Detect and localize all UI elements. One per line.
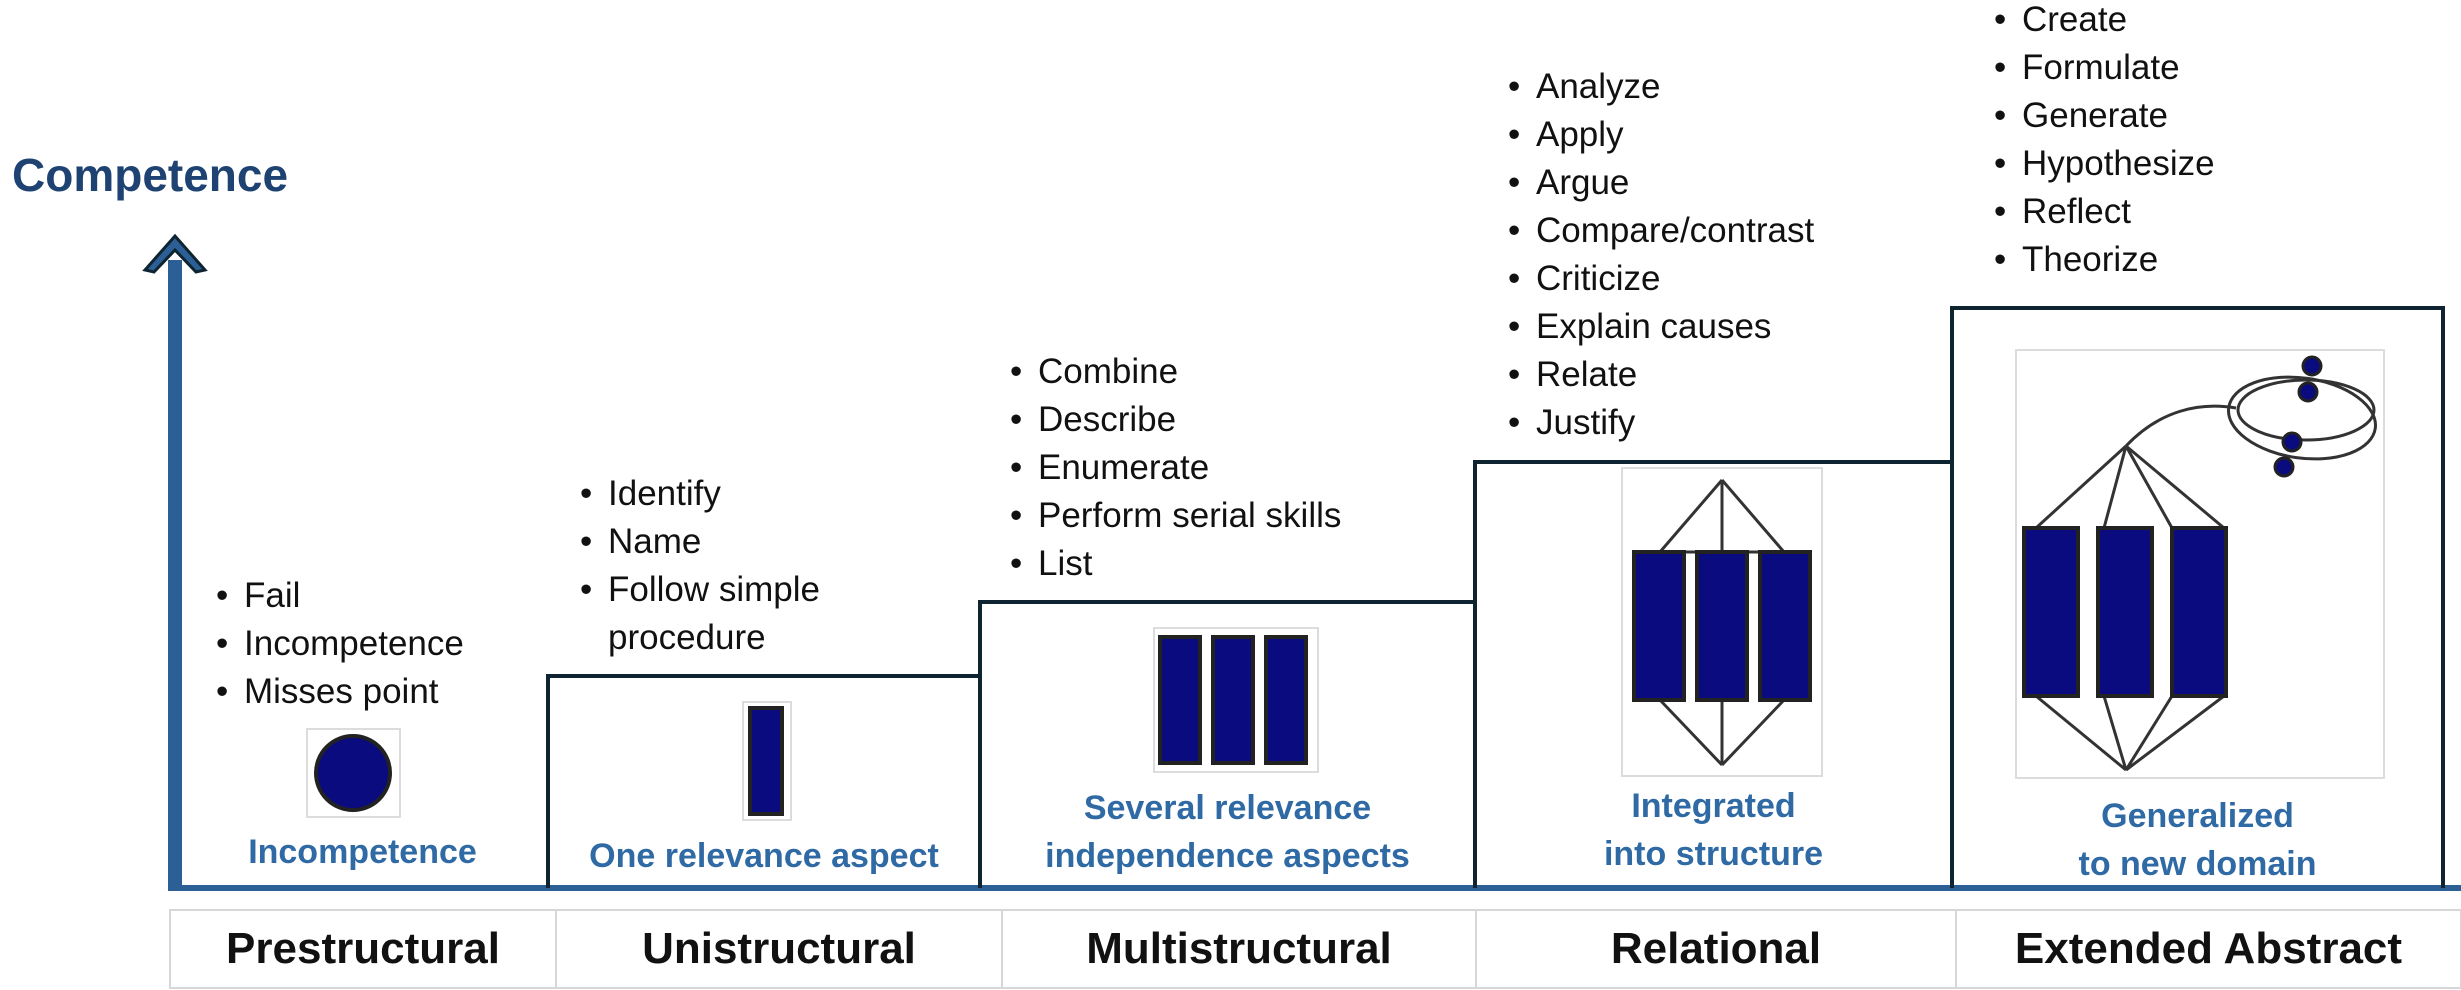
verb-item: Generate (1994, 92, 2215, 140)
verb-item: Identify (580, 470, 820, 518)
verb-item: Criticize (1508, 255, 1814, 303)
extended-abstract-verbs: Create Formulate Generate Hypothesize Re… (1994, 0, 2215, 284)
level-extended-abstract: Extended Abstract (2014, 924, 2403, 973)
extended-abstract-shape (2015, 349, 2385, 779)
prestructural-verbs: Fail Incompetence Misses point (216, 572, 464, 716)
unistructural-caption: One relevance aspect (589, 837, 939, 875)
verb-item: Argue (1508, 159, 1814, 207)
prestructural-caption: Incompetence (248, 833, 477, 871)
verb-item: Combine (1010, 348, 1341, 396)
verb-item: Perform serial skills (1010, 492, 1341, 540)
verb-item: Enumerate (1010, 444, 1341, 492)
verb-item: Hypothesize (1994, 140, 2215, 188)
multistructural-verbs: Combine Describe Enumerate Perform seria… (1010, 348, 1341, 588)
verb-item: Apply (1508, 111, 1814, 159)
verb-item: Incompetence (216, 620, 464, 668)
relational-verbs: Analyze Apply Argue Compare/contrast Cri… (1508, 63, 1814, 447)
verb-item: Relate (1508, 351, 1814, 399)
verb-item: Describe (1010, 396, 1341, 444)
level-relational: Relational (1610, 924, 1822, 973)
prestructural-shape (306, 728, 401, 818)
verb-item: List (1010, 540, 1341, 588)
level-prestructural: Prestructural (226, 924, 500, 973)
level-multistructural: Multistructural (1086, 924, 1392, 973)
level-unistructural: Unistructural (642, 924, 916, 973)
unistructural-shape (742, 701, 792, 821)
level-row-frame (169, 909, 2461, 989)
extended-abstract-box (1950, 306, 2445, 888)
axis-title: Competence (12, 149, 289, 201)
verb-item: Misses point (216, 668, 464, 716)
competence-axis (142, 233, 2461, 891)
multistructural-shape (1153, 627, 1319, 773)
axis-arrow-icon (142, 233, 208, 274)
relational-shape (1621, 467, 1823, 777)
verb-item: Reflect (1994, 188, 2215, 236)
verb-item: Theorize (1994, 236, 2215, 284)
verb-item: Name (580, 518, 820, 566)
verb-item: Justify (1508, 399, 1814, 447)
verb-item: Create (1994, 0, 2215, 44)
verb-item: Compare/contrast (1508, 207, 1814, 255)
verb-item: Fail (216, 572, 464, 620)
verb-item: Analyze (1508, 63, 1814, 111)
verb-item: Explain causes (1508, 303, 1814, 351)
verb-item: Formulate (1994, 44, 2215, 92)
